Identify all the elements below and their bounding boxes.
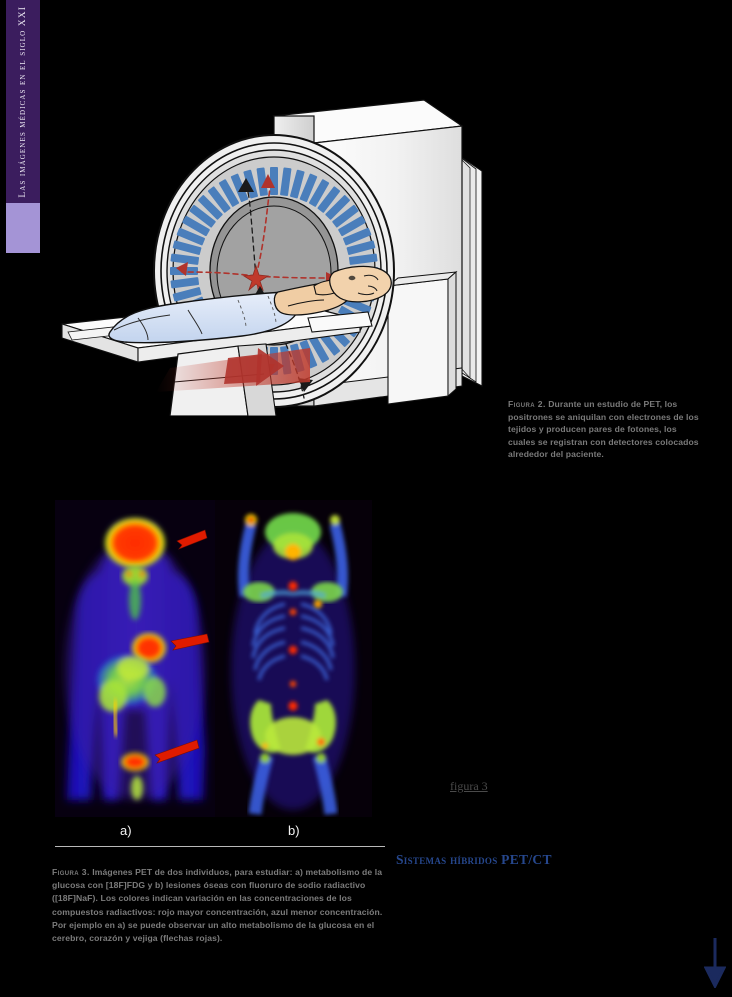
sidebar-title-text: Las imágenes médicas en el siglo XXI	[17, 5, 28, 198]
sidebar-band	[6, 0, 40, 203]
figure-divider-rule	[55, 846, 385, 847]
panel-b-label: b)	[288, 823, 300, 838]
panel-a-label: a)	[120, 823, 132, 838]
annotation-arrows	[154, 529, 210, 764]
pet-scanner-illustration	[52, 86, 502, 416]
figure3-caption: Figura 3. Imágenes PET de dos individuos…	[52, 866, 384, 945]
pet-fdg-scan-image	[55, 500, 215, 817]
figure2-label: Figura 2.	[508, 399, 546, 409]
figura-3-link[interactable]: figura 3	[450, 779, 488, 793]
pet-panel-labels: a) b)	[55, 823, 385, 845]
figure3-caption-text: Imágenes PET de dos individuos, para est…	[52, 867, 383, 944]
next-page-arrow[interactable]	[704, 938, 726, 988]
section-heading: Sistemas híbridos PET/CT	[396, 852, 552, 867]
beam-arrow	[224, 354, 262, 384]
figure3-label: Figura 3.	[52, 867, 90, 877]
sidebar-title: Las imágenes médicas en el siglo XXI	[6, 0, 40, 203]
patient-figure	[108, 265, 392, 344]
figure2-caption: Figura 2. Durante un estudio de PET, los…	[508, 398, 700, 461]
figure2-caption-text: Durante un estudio de PET, los positrone…	[508, 399, 699, 460]
sidebar-accent-block	[6, 203, 40, 253]
annihilation-event-marker	[242, 264, 270, 292]
pet-naf-bone-scan-image	[215, 500, 372, 817]
pet-images-panel	[55, 500, 372, 817]
